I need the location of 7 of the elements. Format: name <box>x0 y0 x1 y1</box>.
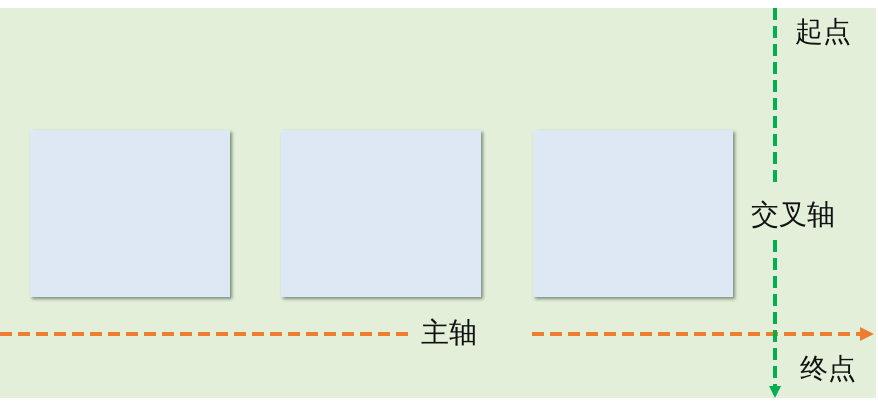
item-box <box>281 130 481 297</box>
start-label: 起点 <box>795 15 851 49</box>
end-label: 终点 <box>800 352 856 386</box>
item-box <box>30 130 230 297</box>
item-box <box>533 130 733 297</box>
main-axis-label: 主轴 <box>421 316 477 350</box>
cross-axis-label: 交叉轴 <box>751 198 835 232</box>
